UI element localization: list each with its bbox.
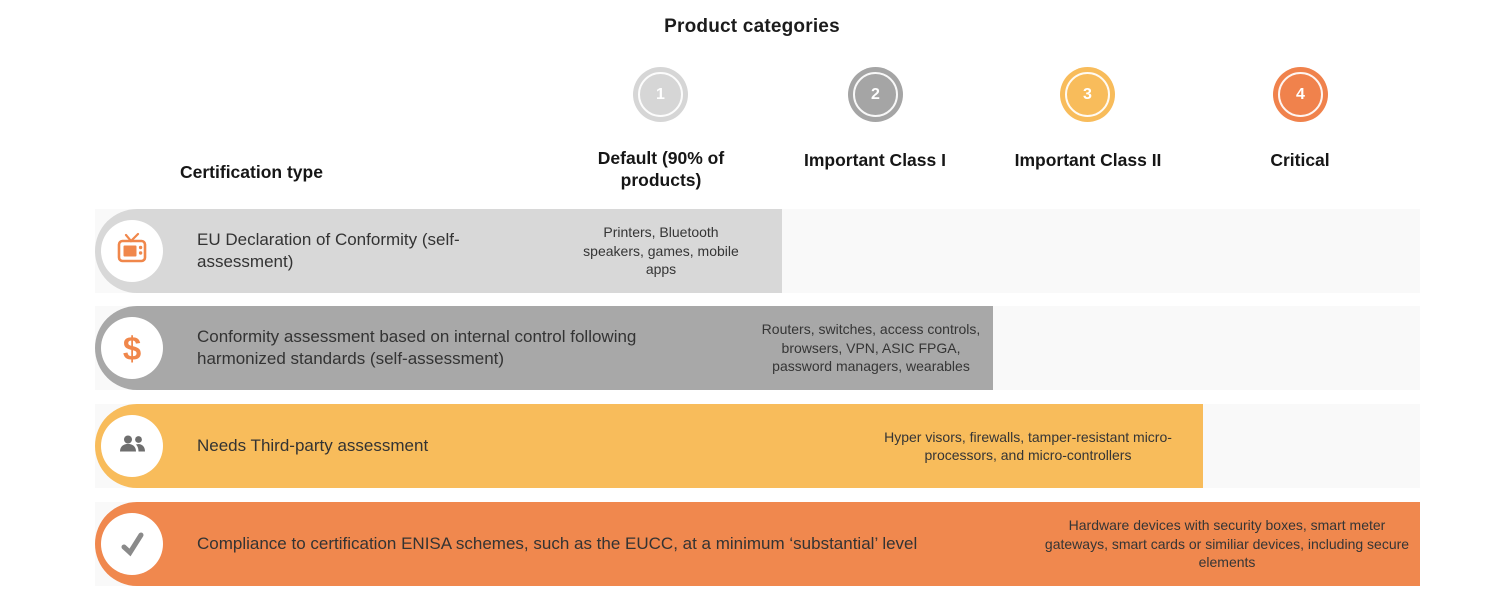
column-header-important-class-2: Important Class II [1014, 150, 1162, 170]
table-row-conformity-assessment: $ Conformity assessment based on interna… [95, 306, 1420, 390]
category-number: 1 [656, 85, 665, 103]
column-header-default: Default (90% of products) [597, 148, 725, 190]
certification-type-label: EU Declaration of Conformity (self-asses… [197, 229, 460, 271]
product-examples: Printers, Bluetooth speakers, games, mob… [583, 224, 739, 278]
people-icon [113, 425, 151, 468]
column-header-critical: Critical [1270, 150, 1330, 170]
table-row-eu-declaration: EU Declaration of Conformity (self-asses… [95, 209, 1420, 293]
category-number: 2 [871, 85, 880, 103]
row-icon-badge [101, 415, 163, 477]
product-examples: Hyper visors, firewalls, tamper-resistan… [884, 428, 1172, 463]
circle-ring: 3 [1065, 72, 1110, 117]
certification-type-label: Needs Third-party assessment [197, 435, 429, 455]
category-circle-4: 4 [1273, 67, 1328, 122]
circle-ring: 4 [1278, 72, 1323, 117]
column-header-certification-type: Certification type [180, 162, 323, 182]
row-icon-badge [101, 513, 163, 575]
row-icon-badge: $ [101, 317, 163, 379]
check-icon [113, 523, 151, 566]
row-bar [95, 306, 993, 390]
category-number: 3 [1083, 85, 1092, 103]
row-bar [95, 404, 1203, 488]
category-circle-3: 3 [1060, 67, 1115, 122]
circle-ring: 2 [853, 72, 898, 117]
category-circle-1: 1 [633, 67, 688, 122]
circle-ring: 1 [638, 72, 683, 117]
column-header-important-class-1: Important Class I [804, 150, 946, 170]
row-bar [95, 502, 1420, 586]
table-row-enisa-certification: Compliance to certification ENISA scheme… [95, 502, 1420, 586]
page-title: Product categories [664, 16, 840, 37]
product-examples: Routers, switches, access controls, brow… [761, 321, 981, 375]
certification-type-label: Conformity assessment based on internal … [197, 326, 637, 368]
table-row-third-party-assessment: Needs Third-party assessment Hyper visor… [95, 404, 1420, 488]
dollar-icon: $ [122, 329, 142, 367]
tv-icon [113, 230, 151, 273]
row-icon-badge [101, 220, 163, 282]
category-circle-2: 2 [848, 67, 903, 122]
product-examples: Hardware devices with security boxes, sm… [1044, 517, 1410, 571]
category-number: 4 [1296, 85, 1305, 103]
row-bar [95, 209, 782, 293]
certification-type-label: Compliance to certification ENISA scheme… [197, 533, 918, 553]
